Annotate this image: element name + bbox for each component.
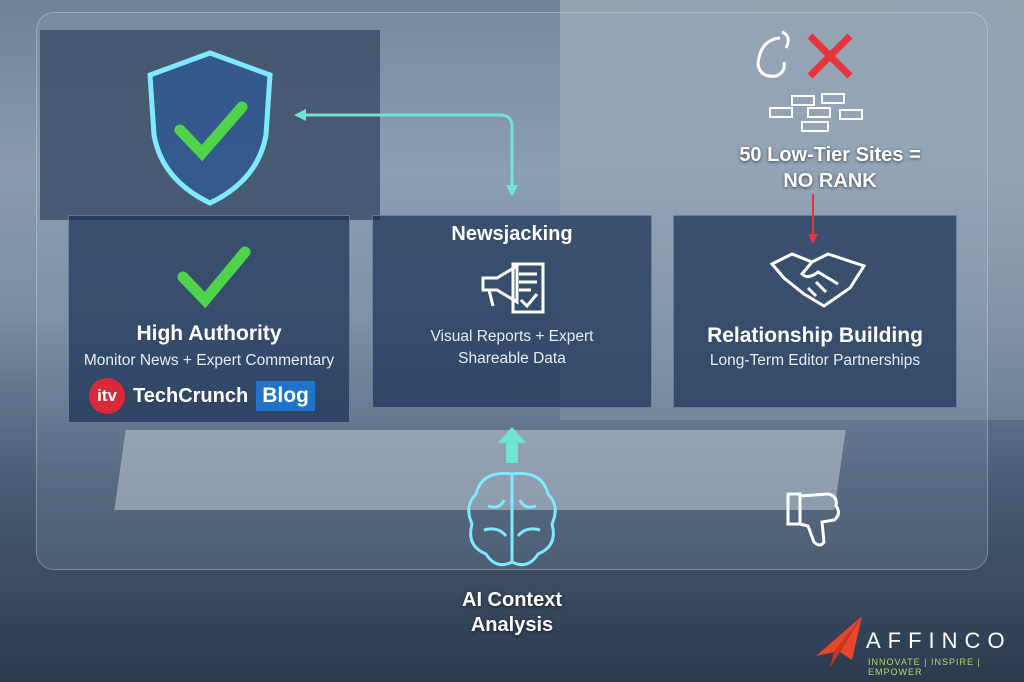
brain-icon [467, 471, 557, 567]
warning-line: 50 Low-Tier Sites = [739, 144, 921, 166]
handshake-icon [769, 252, 867, 308]
subtitle-line: Visual Reports + Expert [430, 328, 594, 345]
cross-icon [807, 33, 853, 79]
panel-title: Relationship Building [707, 324, 923, 347]
brand-name: AFFINCO [866, 628, 1012, 653]
panel-high-authority: High Authority Monitor News + Expert Com… [68, 215, 350, 423]
panel-newsjacking: Newsjacking Visual Reports + Expert Shar… [372, 215, 652, 408]
ai-line: AI Context [462, 589, 562, 611]
panel-subtitle: Long-Term Editor Partnerships [709, 352, 921, 369]
warning-line: NO RANK [783, 170, 877, 192]
affinco-logo-icon [816, 616, 862, 668]
blog-logo: Blog [256, 381, 315, 411]
shield-check-icon [147, 50, 273, 206]
techcrunch-logo: TechCrunch [133, 384, 249, 407]
itv-logo: itv [89, 378, 125, 414]
arrow-up-icon [498, 427, 526, 463]
ai-label: AI Context Analysis [420, 588, 604, 638]
brand-tagline: INNOVATE | INSPIRE | EMPOWER [868, 657, 981, 677]
panel-relationship-building: Relationship Building Long-Term Editor P… [673, 215, 957, 408]
megaphone-document-icon [481, 262, 545, 314]
ai-line: Analysis [470, 614, 554, 636]
check-icon [177, 246, 251, 309]
panel-subtitle: Visual Reports + Expert Shareable Data [373, 326, 651, 370]
panel-subtitle: Monitor News + Expert Commentary [83, 352, 335, 369]
loop-arrow [294, 109, 518, 197]
bricks-icon [769, 93, 863, 132]
red-arrow [808, 194, 818, 244]
warning-text: 50 Low-Tier Sites = NO RANK [700, 142, 960, 194]
thumbs-down-icon [786, 492, 841, 547]
panel-title: High Authority [136, 322, 282, 345]
panel-title: Newsjacking [451, 223, 573, 245]
subtitle-line: Shareable Data [458, 350, 566, 367]
low-tier-icons [756, 30, 863, 132]
broken-link-icon [756, 30, 790, 78]
